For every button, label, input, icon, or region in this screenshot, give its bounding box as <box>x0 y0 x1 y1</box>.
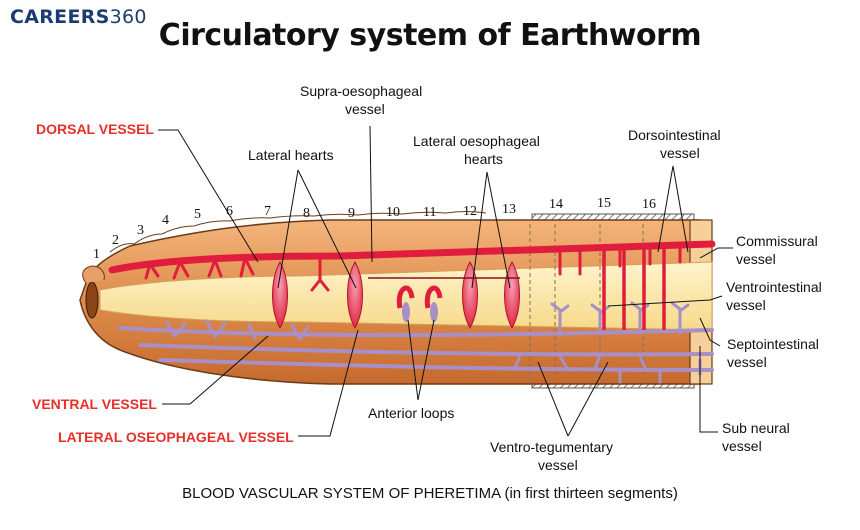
label-anterior-loops: Anterior loops <box>368 405 454 421</box>
label-supra-oesophageal-2: vessel <box>345 101 385 117</box>
segment-number: 8 <box>303 206 310 221</box>
label-ventrointestinal-2: vessel <box>726 297 766 313</box>
label-ventro-tegumentary-2: vessel <box>538 457 578 473</box>
label-sub-neural-1: Sub neural <box>722 420 790 436</box>
leader-lines <box>158 125 733 437</box>
label-ventral-vessel: VENTRAL VESSEL <box>32 396 157 412</box>
dorsal-branches <box>144 244 682 292</box>
anterior-loops <box>396 285 443 309</box>
segment-number: 6 <box>226 204 233 219</box>
label-commissural-2: vessel <box>736 251 776 267</box>
dorsal-vessel <box>108 240 716 274</box>
segment-number: 3 <box>137 223 144 238</box>
segment-number: 15 <box>597 196 611 211</box>
label-dorsointestinal-2: vessel <box>660 145 700 161</box>
label-ventrointestinal-1: Ventrointestinal <box>726 279 822 295</box>
label-commissural-1: Commissural <box>736 233 818 249</box>
prostomium <box>82 265 105 284</box>
segment-number: 10 <box>386 205 400 220</box>
label-supra-oesophageal-1: Supra-oesophageal <box>300 83 422 99</box>
label-lateral-oesophageal-vessel: LATERAL OSEOPHAGEAL VESSEL <box>58 429 294 445</box>
label-dorsal-vessel: DORSAL VESSEL <box>36 121 154 137</box>
careers360-logo: CAREERS360 <box>10 6 147 28</box>
segment-number: 4 <box>162 213 169 228</box>
segment-number: 7 <box>264 204 271 219</box>
segment-bumps-top <box>109 211 487 253</box>
label-septointestinal-2: vessel <box>727 354 767 370</box>
segment-number: 5 <box>194 207 201 222</box>
segment-number: 14 <box>549 197 563 212</box>
segment-number: 2 <box>112 233 119 248</box>
segment-numbers: 1 2 3 4 5 6 7 8 9 10 11 12 13 14 15 16 <box>93 196 656 262</box>
label-septointestinal-1: Septointestinal <box>727 336 819 352</box>
label-lateral-oesophageal-hearts-1: Lateral oesophageal <box>413 133 540 149</box>
label-lateral-hearts: Lateral hearts <box>248 147 334 163</box>
anterior-loop-ends <box>402 302 438 322</box>
brand-number: 360 <box>109 6 147 28</box>
segment-number: 11 <box>423 205 436 220</box>
commissural-vessels <box>602 248 666 330</box>
label-sub-neural-2: vessel <box>722 438 762 454</box>
mouth <box>85 281 99 319</box>
diagram-caption: BLOOD VASCULAR SYSTEM OF PHERETIMA (in f… <box>182 485 678 502</box>
segment-number: 16 <box>642 197 656 212</box>
label-lateral-oesophageal-hearts-2: hearts <box>464 151 503 167</box>
label-dorsointestinal-1: Dorsointestinal <box>628 127 721 143</box>
brand-name: CAREERS <box>10 6 110 28</box>
label-ventro-tegumentary-1: Ventro-tegumentary <box>490 439 613 455</box>
segment-number: 13 <box>502 202 516 217</box>
segment-number: 12 <box>463 204 477 219</box>
diagram-title: Circulatory system of Earthworm <box>158 18 702 53</box>
segment-number: 1 <box>93 247 100 262</box>
segment-number: 9 <box>348 206 355 221</box>
